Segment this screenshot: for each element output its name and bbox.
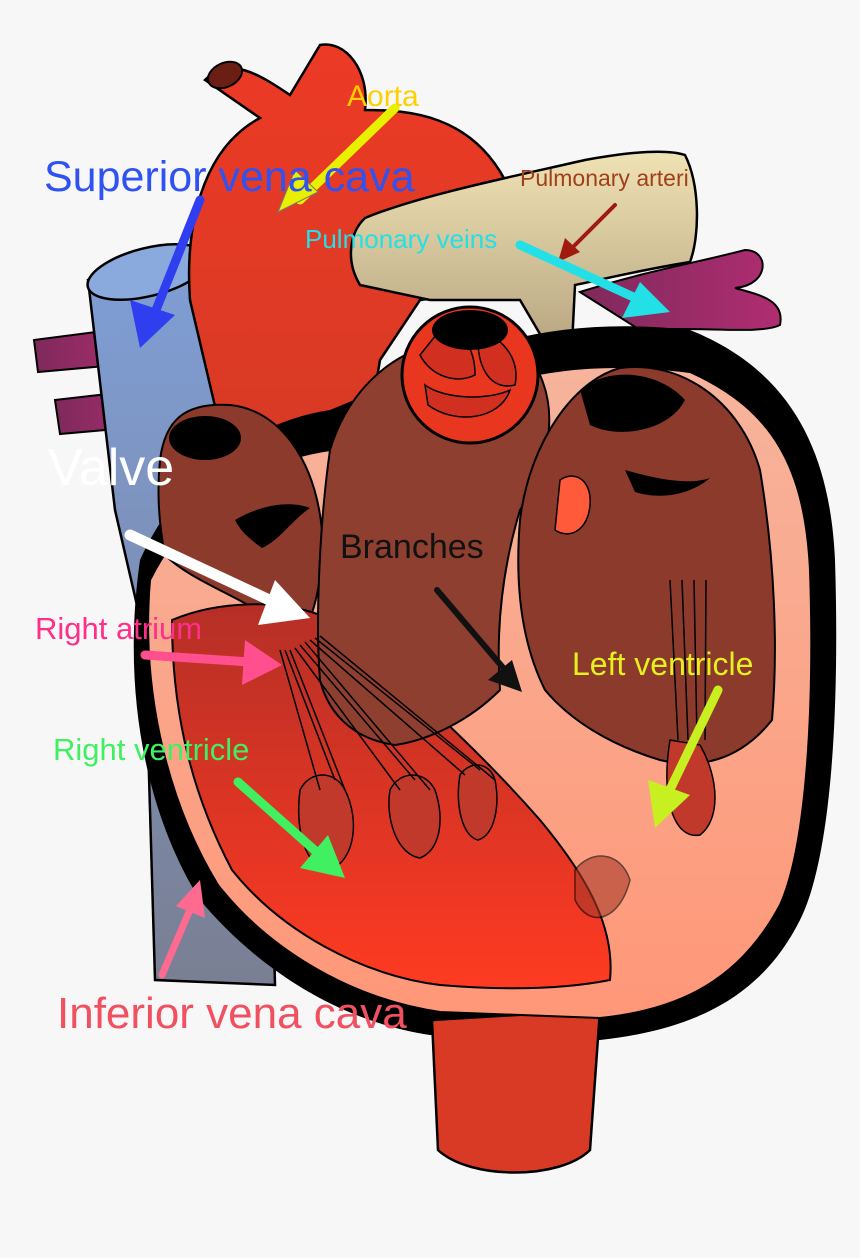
pulmonary-veins-label: Pulmonary veins [305, 224, 498, 254]
pulmonary-arteri-arrow [558, 203, 617, 262]
right-atrium-arrow [140, 640, 282, 685]
aorta-arrow [277, 103, 400, 214]
pulmonary-veins-arrow [515, 240, 670, 318]
right-ventricle-arrow [233, 777, 345, 878]
branches-label: Branches [340, 528, 484, 566]
aortic-valve [400, 305, 540, 445]
right-ventricle-label: Right ventricle [53, 732, 250, 767]
inferior-vena-cava-arrow [158, 880, 205, 979]
superior-vena-cava-arrow [130, 195, 205, 348]
left-ventricle-label: Left ventricle [572, 646, 754, 682]
pulmonary-arteri-label: Pulmonary arteri [520, 165, 689, 191]
inferior-vena-cava-label: Inferior vena cava [57, 989, 407, 1038]
branches-arrow [434, 587, 522, 692]
right-ventricle-chamber [170, 603, 612, 990]
right-atrium-label: Right atrium [35, 611, 203, 646]
superior-vena-cava-label: Superior vena cava [44, 153, 415, 201]
left-ventricle-arrow [648, 685, 723, 828]
descending-aorta-stub [430, 1008, 602, 1174]
valve-arrow [124, 529, 310, 625]
aorta-label: Aorta [347, 80, 419, 113]
valve-label: Valve [48, 439, 175, 497]
left-ventricle-chamber [517, 366, 776, 919]
